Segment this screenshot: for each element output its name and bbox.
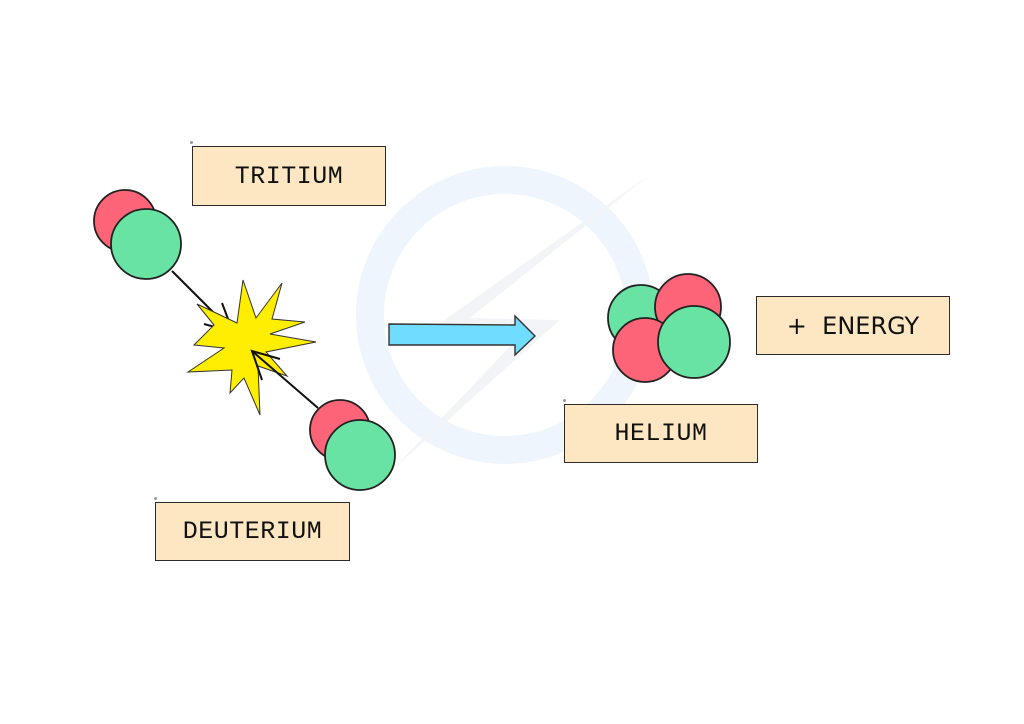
anchor-dot <box>563 399 566 402</box>
energy-label: + ENERGY <box>756 296 950 355</box>
anchor-dot <box>154 497 157 500</box>
deuterium-label-text: DEUTERIUM <box>182 517 323 546</box>
explosion-icon <box>186 279 317 416</box>
neutron <box>657 305 731 379</box>
helium-nucleus <box>607 273 731 383</box>
tritium-nucleus <box>93 189 182 280</box>
anchor-dot <box>190 141 193 144</box>
tritium-label: TRITIUM <box>192 146 386 206</box>
tritium-label-text: TRITIUM <box>234 161 344 191</box>
deuterium-nucleus <box>309 399 396 491</box>
helium-label: HELIUM <box>564 404 758 463</box>
neutron <box>110 208 182 280</box>
energy-label-text: + ENERGY <box>786 311 920 340</box>
neutron <box>324 419 396 491</box>
deuterium-label: DEUTERIUM <box>155 502 350 561</box>
arrow-right-icon <box>388 314 537 357</box>
helium-label-text: HELIUM <box>614 419 708 448</box>
deuterium-trajectory <box>250 349 319 409</box>
